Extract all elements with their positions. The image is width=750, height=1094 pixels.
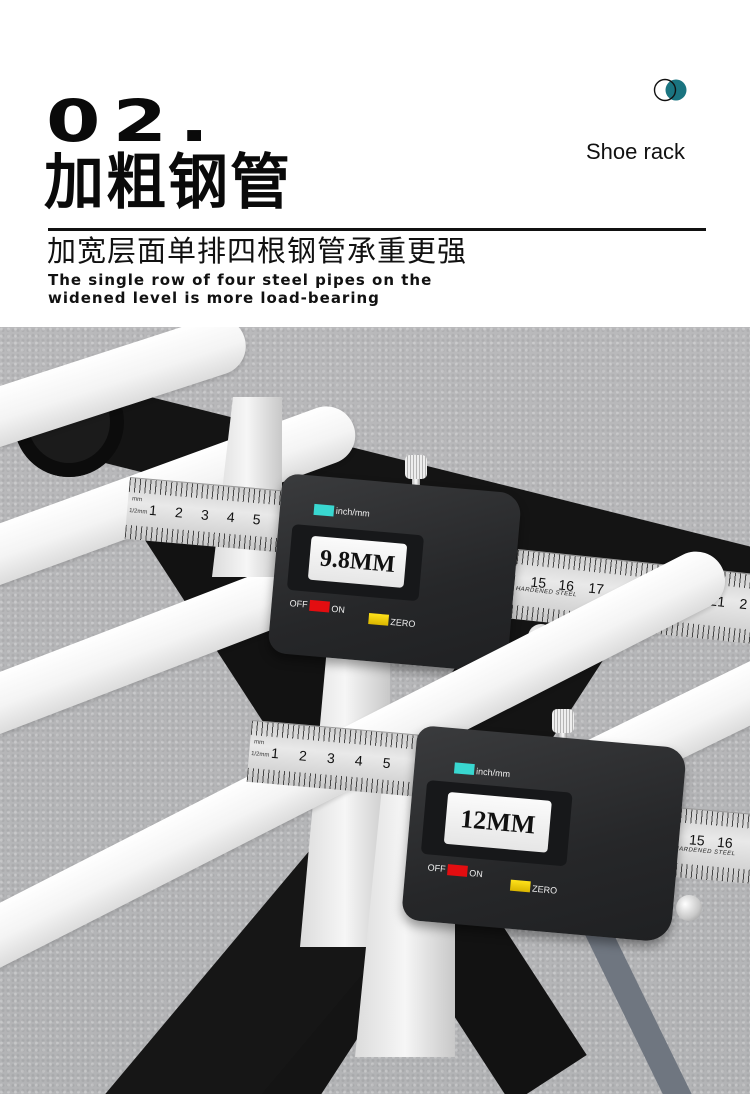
power-button[interactable] bbox=[447, 864, 468, 877]
ruler-tick: 1 bbox=[270, 744, 280, 762]
ruler-tick: 16 bbox=[557, 576, 575, 595]
ruler-tick: 4 bbox=[354, 752, 364, 769]
unit-toggle-label: inch/mm bbox=[475, 766, 511, 780]
header-divider bbox=[48, 228, 706, 231]
ruler-tick: 15 bbox=[688, 831, 706, 849]
ruler-unit-half-mm: 1/2mm bbox=[250, 751, 270, 759]
ruler-tick: 3 bbox=[200, 506, 210, 523]
power-button[interactable] bbox=[309, 599, 330, 613]
ruler-unit-half-mm: 1/2mm bbox=[128, 508, 148, 516]
ruler-tick: 4 bbox=[226, 508, 236, 526]
unit-toggle-label: inch/mm bbox=[335, 505, 371, 519]
zero-button[interactable] bbox=[509, 879, 531, 893]
ruler-unit-mm: mm bbox=[253, 739, 265, 747]
digital-caliper-top: inch/mm 9.8MM OFF ON ZERO bbox=[267, 473, 523, 674]
brand-label: Shoe rack bbox=[586, 139, 686, 164]
caliper-display: 12MM bbox=[443, 791, 552, 853]
power-off-label: OFF bbox=[289, 598, 309, 610]
unit-toggle-button[interactable] bbox=[313, 503, 335, 517]
power-on-label: ON bbox=[468, 868, 484, 880]
product-photo: mm 1/2mm 1 2 3 4 5 HARDENED STEEL 15 16 … bbox=[0, 327, 750, 1094]
section-header: 02. 加粗钢管 Shoe rack 加宽层面单排四根钢管承重更强 The si… bbox=[0, 0, 750, 325]
ruler-tick: 2 bbox=[298, 747, 308, 764]
subtitle-chinese: 加宽层面单排四根钢管承重更强 bbox=[47, 234, 468, 268]
ruler-tick: 3 bbox=[326, 749, 336, 767]
lock-screw[interactable] bbox=[676, 895, 702, 921]
ruler-tick: 2 bbox=[738, 595, 749, 613]
overlapping-circles-icon bbox=[653, 78, 687, 102]
ruler-tick: 15 bbox=[529, 573, 548, 592]
zero-button[interactable] bbox=[368, 613, 390, 626]
ruler-tick: 16 bbox=[716, 833, 734, 852]
ruler-unit-mm: mm bbox=[131, 496, 143, 504]
page-title: 加粗钢管 bbox=[44, 148, 292, 218]
caliper-ruler-right: HARDENED STEEL 15 16 bbox=[669, 807, 750, 885]
thumb-screw-knob[interactable] bbox=[405, 455, 427, 479]
zero-label: ZERO bbox=[389, 616, 416, 630]
zero-label: ZERO bbox=[531, 883, 558, 896]
ruler-tick: 1 bbox=[148, 501, 158, 519]
section-number: 02. bbox=[46, 87, 222, 155]
subtitle-english: The single row of four steel pipes on th… bbox=[48, 271, 433, 307]
power-off-label: OFF bbox=[427, 862, 446, 874]
unit-toggle-button[interactable] bbox=[453, 762, 475, 776]
thumb-screw-knob[interactable] bbox=[552, 709, 574, 733]
ruler-tick: 5 bbox=[382, 754, 392, 772]
power-on-label: ON bbox=[330, 603, 346, 615]
caliper-display: 9.8MM bbox=[307, 535, 408, 588]
digital-caliper-bottom: inch/mm 12MM OFF ON ZERO bbox=[401, 725, 687, 943]
ruler-tick: 5 bbox=[252, 510, 262, 528]
ruler-tick: 2 bbox=[174, 504, 184, 521]
